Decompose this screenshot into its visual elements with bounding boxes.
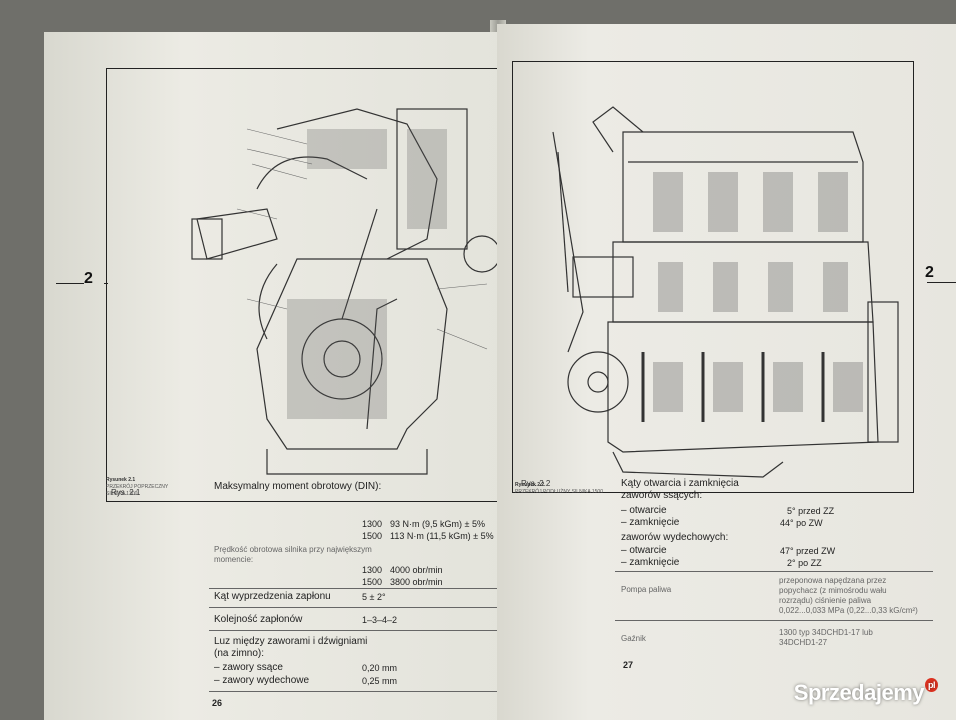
spec-carburetor-label: Gaźnik (621, 634, 646, 643)
figure-engine-cross-section: Rys. 2.1 (106, 68, 506, 502)
spec-intake-close-value: 44° po ZW (780, 518, 823, 528)
chapter-marker: 2 (925, 264, 934, 281)
chapter-rule (56, 283, 84, 284)
right-page: Rys. 2.2 2 Rysunek 2.2 PRZEKRÓJ PODŁUŻNY… (497, 24, 956, 720)
spec-exhaust-open-value: 47° przed ZW (780, 546, 836, 556)
figure-engine-longitudinal-section: Rys. 2.2 (512, 61, 914, 493)
spec-firing-order-label: Kolejność zapłonów (214, 614, 303, 625)
spec-clearance-label: Luz między zaworami i dźwigniami (na zim… (214, 636, 368, 659)
spec-exhaust-close-label: – zamknięcie (621, 557, 680, 568)
page-number: 26 (212, 698, 223, 708)
spec-exhaust-open-label: – otwarcie (621, 545, 667, 556)
caption-title: Rysunek 2.2 (515, 482, 545, 488)
spec-intake-open-label: – otwarcie (621, 505, 667, 516)
spec-fuel-pump-value: przeponowa napędzana przez popychacz (z … (779, 576, 918, 615)
left-page: Rys. 2.1 2 Rysunek 2.1 PRZEKRÓJ POPRZECZ… (44, 32, 506, 720)
chapter-rule (927, 282, 956, 283)
figure-caption: Rysunek 2.1 PRZEKRÓJ POPRZECZNY SILNIKA … (106, 477, 184, 498)
spec-intake-close-label: – zamknięcie (621, 517, 680, 528)
spec-torque-label: Maksymalny moment obrotowy (DIN): (214, 481, 382, 492)
spec-torque-value-2: 113 N·m (11,5 kGm) ± 5% (390, 531, 494, 541)
figure-label: Rys. 2.2 (521, 479, 551, 488)
spec-speed-model-2: 1500 (362, 577, 383, 587)
spec-exhaust-label: zaworów wydechowych: (621, 532, 729, 543)
page-number: 27 (623, 660, 634, 670)
spec-ignition-label: Kąt wyprzedzenia zapłonu (214, 591, 331, 602)
divider (615, 571, 933, 572)
spec-fuel-pump-label: Pompa paliwa (621, 585, 672, 594)
spec-clearance-row-2-label: – zawory wydechowe (214, 675, 310, 686)
chapter-rule-tick (104, 283, 108, 284)
divider (615, 620, 933, 621)
divider (209, 630, 499, 631)
divider (209, 607, 499, 608)
spec-speed-value-1: 4000 obr/min (390, 565, 443, 575)
spec-clearance-row-2-value: 0,25 mm (362, 676, 398, 686)
engine-cross-section-drawing (191, 108, 501, 475)
divider (209, 691, 499, 692)
spec-intake-open-value: 5° przed ZZ (787, 506, 835, 516)
caption-text: PRZEKRÓJ PODŁUŻNY SILNIKA 1500 (515, 489, 603, 495)
divider (209, 588, 499, 589)
figure-caption: Rysunek 2.2 PRZEKRÓJ PODŁUŻNY SILNIKA 15… (515, 482, 603, 496)
spec-speed-label: Prędkość obrotowa silnika przy największ… (214, 545, 372, 564)
spec-carburetor-value: 1300 typ 34DCHD1-17 lub 34DCHD1-27 (779, 628, 873, 647)
chapter-marker: 2 (84, 270, 93, 287)
spec-speed-value-2: 3800 obr/min (390, 577, 443, 587)
spec-clearance-row-1-value: 0,20 mm (362, 663, 398, 673)
spec-torque-model-1: 1300 (362, 519, 383, 529)
spec-ignition-value: 5 ± 2° (362, 592, 386, 602)
watermark-tld: pl (925, 678, 938, 692)
spec-torque-value-1: 93 N·m (9,5 kGm) ± 5% (390, 519, 485, 529)
spec-firing-order-value: 1–3–4–2 (362, 615, 398, 625)
spec-speed-model-1: 1300 (362, 565, 383, 575)
engine-longitudinal-section-drawing (552, 106, 899, 478)
spec-torque-model-2: 1500 (362, 531, 383, 541)
watermark-brand: Sprzedajemy (793, 680, 925, 705)
figure-label: Rys. 2.1 (111, 488, 141, 497)
spec-clearance-row-1-label: – zawory ssące (214, 662, 283, 673)
caption-title: Rysunek 2.1 (106, 477, 136, 483)
caption-text: PRZEKRÓJ POPRZECZNY SILNIKA 1300 (106, 484, 169, 497)
spec-exhaust-close-value: 2° po ZZ (787, 558, 822, 568)
spec-valve-timing-label: Kąty otwarcia i zamknięcia zaworów ssący… (621, 478, 739, 501)
